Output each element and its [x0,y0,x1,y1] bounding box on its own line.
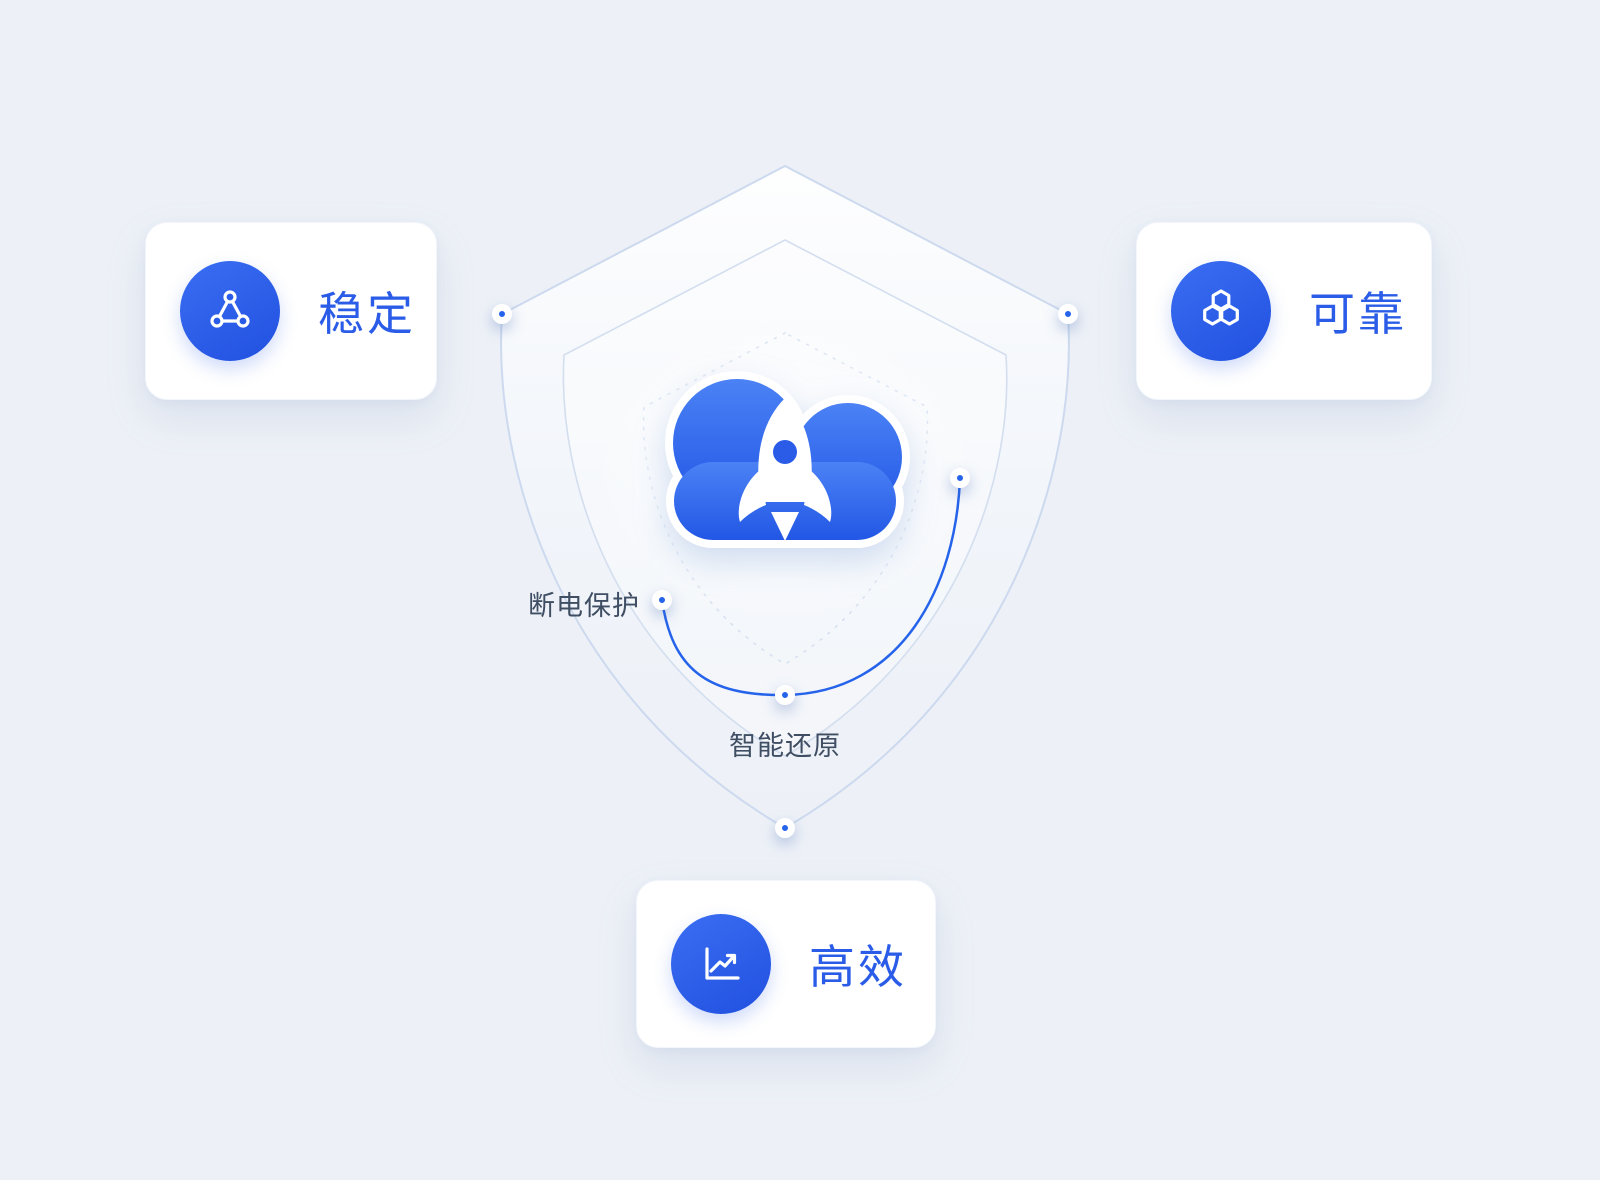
rocket-icon [738,398,832,541]
dot-curve-end [950,468,970,488]
connector-curve [660,476,962,697]
callout-smart-restore: 智能还原 [729,731,841,761]
dot-left-shoulder [492,304,512,324]
card-stable-label: 稳定 [318,288,416,340]
hexagon-cluster-icon [1171,261,1271,361]
callout-power-protection: 断电保护 [528,591,640,621]
card-reliable: 可靠 [1136,222,1432,400]
dot-smart-restore [775,685,795,705]
card-efficient: 高效 [636,880,936,1048]
dot-bottom [775,818,795,838]
card-reliable-label: 可靠 [1309,288,1407,340]
dot-power-protection [652,590,672,610]
network-triangle-icon [180,261,280,361]
card-stable: 稳定 [145,222,437,400]
dot-right-shoulder [1058,304,1078,324]
trend-chart-icon [671,914,771,1014]
card-efficient-label: 高效 [809,941,907,993]
